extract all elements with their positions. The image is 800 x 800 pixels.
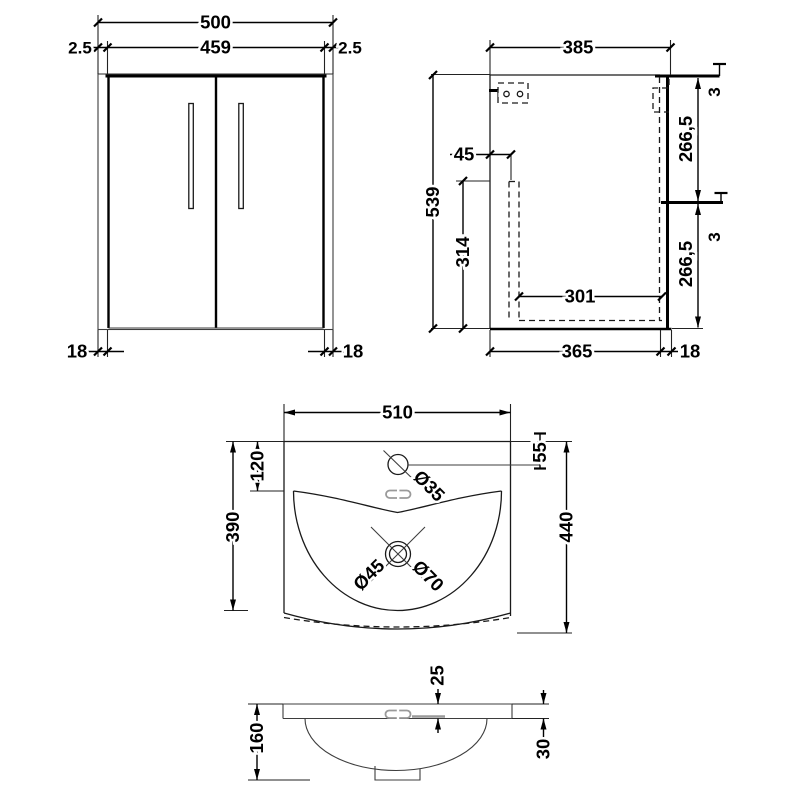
overflow-slot-top: [385, 489, 412, 500]
dim-door-span-label: 459: [200, 37, 231, 58]
dim-overall-height-label: 539: [422, 187, 443, 218]
dim-waste-outer-diameter-label: Ø70: [409, 556, 449, 596]
dim-upper-door-height-label: 266,5: [675, 116, 696, 162]
dim-overall-depth-label: 385: [563, 37, 594, 58]
cabinet-side-view: 385 539 45 314 301 365 18 3 266,5 3 266,…: [420, 34, 728, 364]
cabinet-side-extension-lines: [431, 40, 703, 357]
wall-bracket: [489, 82, 529, 104]
dim-tap-centre-inset-label: 55: [529, 442, 550, 463]
dim-rim-thickness-label: 30: [533, 739, 554, 760]
basin-top-front-edge: [283, 612, 511, 630]
dim-overall-width-label: 500: [200, 12, 231, 33]
cabinet-front-dimension-lines: [88, 17, 344, 357]
tap-hole: [383, 450, 540, 484]
dim-bracket-offset-label: 45: [454, 144, 475, 165]
dim-interior-height-label: 314: [452, 236, 473, 268]
overflow-slot-front: [384, 709, 445, 720]
dim-top-gap-label: 3: [705, 87, 724, 96]
cabinet-front-carcass: [97, 73, 334, 331]
dim-tap-hole-diameter-label: Ø35: [410, 466, 450, 506]
left-door-handle: [188, 102, 194, 210]
cabinet-front-view: 500 459 2.5 2.5 18 18: [64, 9, 366, 364]
basin-top-front-edge-hidden: [283, 616, 511, 628]
dim-waste-inner-diameter-label: Ø45: [349, 555, 389, 595]
basin-front-view: 25 30 160: [244, 663, 556, 781]
dim-basin-height-label: 160: [246, 723, 267, 754]
dim-mid-gap-label: 3: [705, 232, 724, 241]
interior-hidden-panel: [508, 180, 662, 322]
dim-side-gap-right-label: 2.5: [338, 39, 362, 58]
waste-trap: [374, 766, 421, 781]
dim-basin-overall-depth-label: 440: [556, 512, 577, 543]
dim-side-gap-left-label: 2.5: [68, 39, 92, 58]
dim-basin-width-label: 510: [382, 402, 413, 423]
bowl-underside: [304, 718, 488, 772]
right-door-handle: [238, 102, 244, 210]
bowl-back-contour: [293, 490, 502, 514]
basin-front-dimension-lines: [254, 689, 547, 780]
dim-panel-left-label: 18: [67, 341, 88, 362]
dim-door-thickness-label: 18: [680, 341, 701, 362]
basin-top-extension-lines: [224, 404, 572, 634]
waste-hole: [370, 526, 426, 582]
dim-carcass-depth-label: 365: [562, 341, 593, 362]
basin-top-dimension-lines: [230, 409, 570, 633]
bowl-front-contour: [292, 490, 503, 612]
dim-lower-door-height-label: 266,5: [675, 241, 696, 287]
dim-overflow-depth-label: 25: [427, 665, 448, 686]
dim-panel-right-label: 18: [343, 341, 364, 362]
dim-tap-centre-depth-label: 120: [247, 451, 268, 482]
cabinet-side-dimension-lines: [428, 42, 728, 357]
hanging-bracket-hidden: [652, 79, 670, 113]
basin-top-view: 510 120 55 Ø35 390 440 Ø45 Ø70: [220, 399, 579, 634]
dim-interior-depth-label: 301: [565, 286, 596, 307]
dim-bowl-depth-label: 390: [222, 512, 243, 543]
